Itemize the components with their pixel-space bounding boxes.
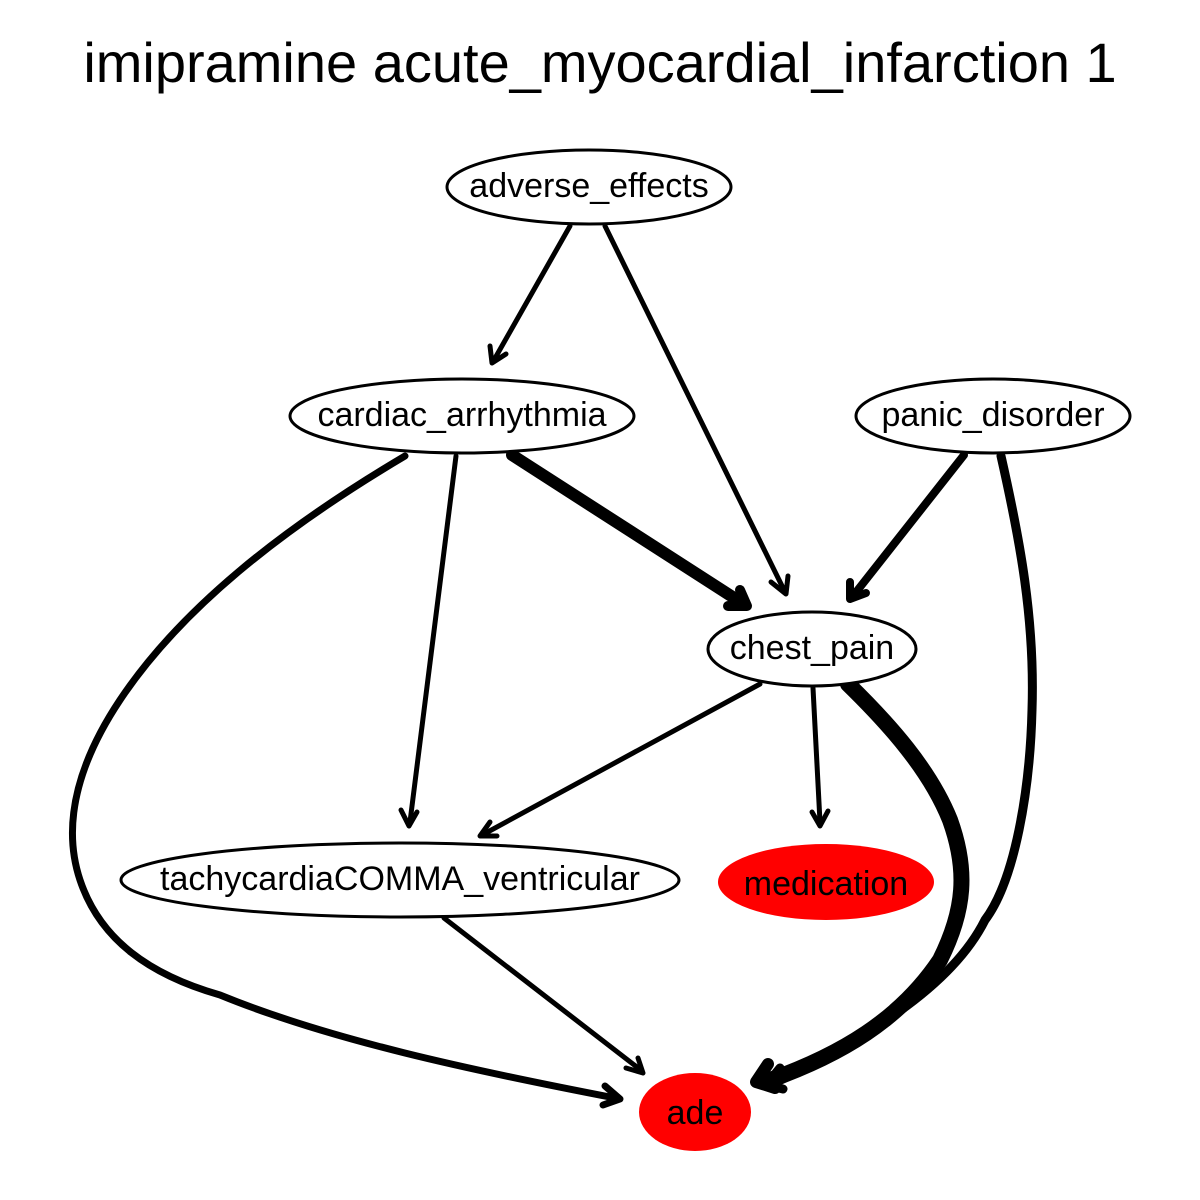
node-label: cardiac_arrhythmia [317, 396, 606, 434]
node-shape [639, 1073, 751, 1151]
node-shape [854, 377, 1132, 455]
edge-panic-disorder-to-ade [761, 451, 1037, 1094]
edges [68, 223, 1037, 1109]
node-tachycardia-ventricular[interactable]: tachycardiaCOMMA_ventricular [119, 841, 681, 919]
node-shape [445, 148, 733, 226]
node-ade[interactable]: ade [639, 1073, 751, 1151]
node-chest-pain[interactable]: chest_pain [706, 610, 918, 688]
node-label: panic_disorder [881, 396, 1104, 434]
edge-adverse-effects-to-chest-pain [602, 223, 791, 597]
edge-panic-disorder-to-chest-pain [846, 451, 968, 603]
node-cardiac-arrhythmia[interactable]: cardiac_arrhythmia [288, 377, 636, 455]
node-label: medication [744, 865, 908, 903]
node-label: tachycardiaCOMMA_ventricular [160, 860, 640, 898]
node-shape [119, 841, 681, 919]
node-label: adverse_effects [469, 167, 708, 205]
node-medication[interactable]: medication [718, 844, 934, 920]
node-adverse-effects[interactable]: adverse_effects [445, 148, 733, 226]
nodes: adverse_effects cardiac_arrhythmia panic… [119, 148, 1132, 1151]
node-label: chest_pain [730, 629, 894, 667]
node-shape [288, 377, 636, 455]
edge-chest-pain-to-medication [809, 685, 831, 829]
graph-title: imipramine acute_myocardial_infarction 1 [83, 31, 1116, 94]
node-shape [718, 844, 934, 920]
edge-chest-pain-to-tachycardia [477, 681, 763, 839]
edge-tachycardia-to-ade [441, 915, 646, 1076]
edge-cardiac-arrhythmia-to-ade [68, 452, 624, 1109]
node-shape [706, 610, 918, 688]
node-panic-disorder[interactable]: panic_disorder [854, 377, 1132, 455]
node-label: ade [667, 1094, 724, 1132]
edge-chest-pain-to-ade [750, 676, 970, 1094]
edge-cardiac-arrhythmia-to-chest-pain [506, 449, 752, 611]
edge-cardiac-arrhythmia-to-tachycardia [398, 453, 459, 829]
edge-adverse-effects-to-cardiac-arrhythmia [487, 223, 573, 366]
